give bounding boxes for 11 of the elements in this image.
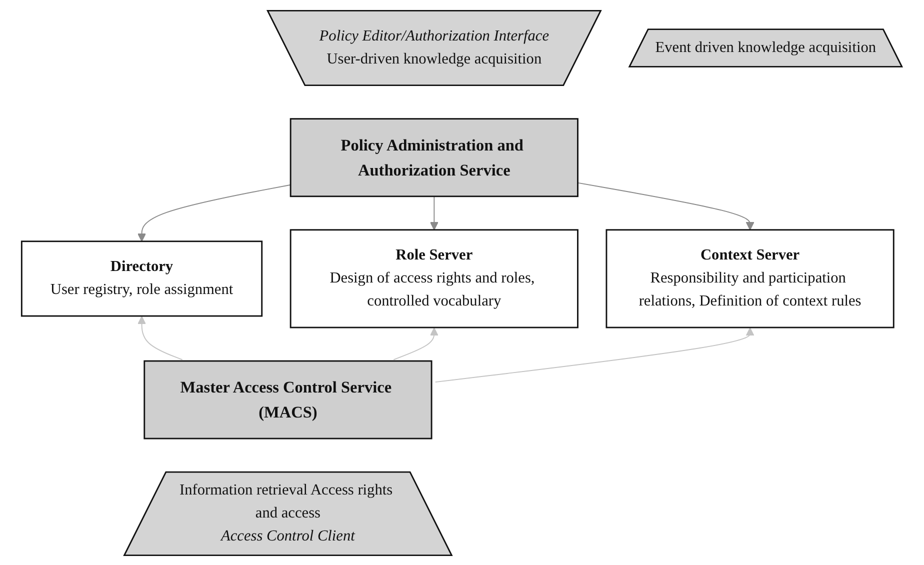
- arrow: [393, 327, 439, 360]
- arrow: [138, 316, 183, 360]
- arrow: [578, 182, 754, 230]
- node-box: Master Access Control Service (MACS): [144, 360, 432, 439]
- arrow: [435, 327, 754, 382]
- node-box: Directory User registry, role assignment: [21, 240, 263, 316]
- node-box: Role Server Design of access rights and roles, controlled vocabulary: [290, 228, 579, 328]
- node-box: Policy Administration and Authorization Service: [290, 118, 579, 197]
- node-box: Context Server Responsibility and participation relations, Definition of context rules: [606, 228, 895, 328]
- arrow: [138, 184, 292, 242]
- arrow: [430, 195, 439, 230]
